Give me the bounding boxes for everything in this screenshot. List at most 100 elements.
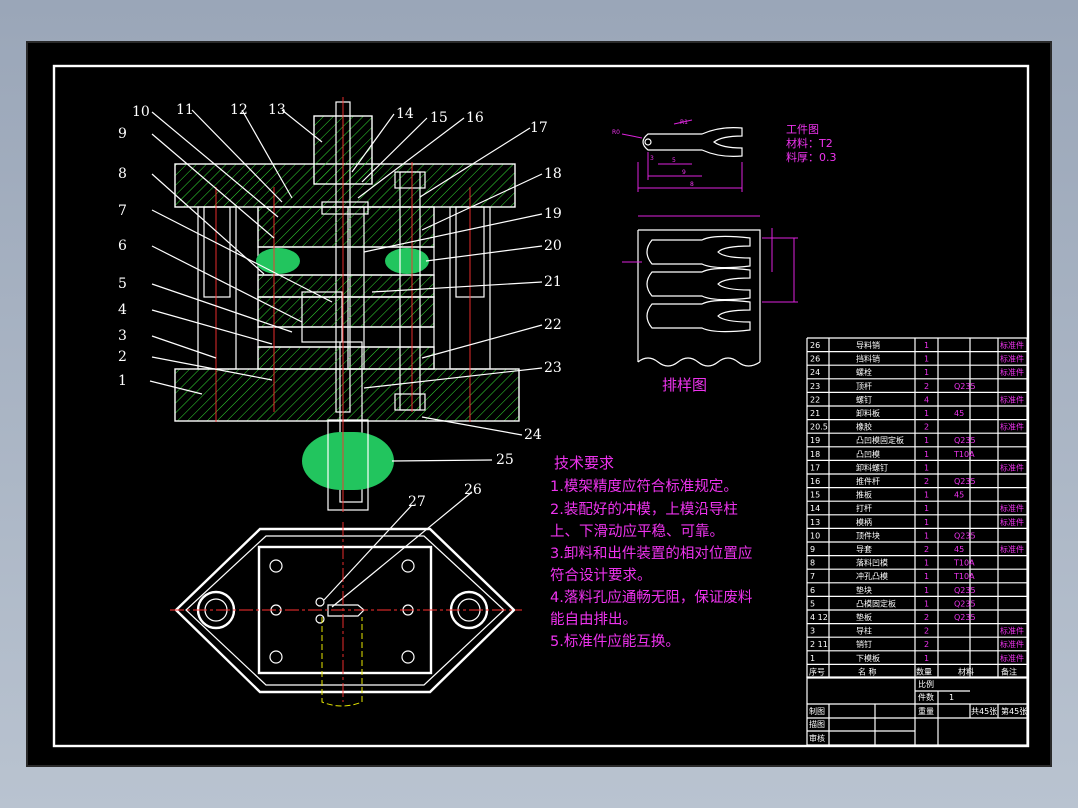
- bom-row-number: 5: [810, 599, 815, 608]
- bom-row-name: 打杆: [856, 503, 872, 513]
- bom-row-number: 26: [810, 341, 820, 350]
- cad-viewport[interactable]: 1 2 3 4 5 6 7 8 9 10 11 12 13 14 15 16 1…: [26, 41, 1052, 767]
- part-label-9: 9: [118, 126, 127, 142]
- bom-row-number: 13: [810, 518, 820, 527]
- bom-row-material: Q235: [954, 531, 976, 540]
- part-label-15: 15: [430, 110, 448, 126]
- bom-row-number: 24: [810, 368, 820, 377]
- bom-row-qty: 1: [924, 504, 929, 513]
- bom-row-material: 45: [954, 491, 964, 500]
- bom-row-name: 挡料销: [856, 354, 880, 364]
- bom-row-note: 标准件: [1000, 639, 1024, 649]
- part-label-19: 19: [544, 206, 562, 222]
- tech-req-line-1: 1.模架精度应符合标准规定。: [550, 477, 738, 495]
- bom-row-qty: 2: [924, 545, 929, 554]
- bom-row-qty: 1: [924, 572, 929, 581]
- tech-req-line-5: 符合设计要求。: [550, 567, 652, 584]
- bom-row-qty: 1: [924, 531, 929, 540]
- bom-row-qty: 1: [924, 518, 929, 527]
- bom-row-note: 标准件: [1000, 626, 1024, 636]
- sheets-total: 共45张: [971, 707, 997, 716]
- tech-req-line-2: 2.装配好的冲模，上模沿导柱: [550, 501, 738, 518]
- workpiece-material: 材料：T2: [786, 136, 833, 150]
- part-label-5: 5: [118, 276, 127, 292]
- title-block: 比例 件数 1 重量 共45张 第45张 制图 描图 审核: [806, 676, 1028, 746]
- bom-row-note: 标准件: [1000, 422, 1024, 432]
- strip-layout: 排样图: [622, 215, 798, 394]
- part-label-11: 11: [176, 102, 194, 118]
- bom-row-number: 20.5: [810, 423, 828, 432]
- mold-assembly-drawing: 1 2 3 4 5 6 7 8 9 10 11 12 13 14 15 16 1…: [52, 64, 1030, 748]
- bom-row-number: 23: [810, 382, 820, 391]
- bom-row-note: 标准件: [1000, 394, 1024, 404]
- bom-row-qty: 1: [924, 654, 929, 663]
- bom-row-number: 15: [810, 491, 820, 500]
- bom-row-number: 1: [810, 654, 815, 663]
- bom-row-name: 垫块: [856, 585, 872, 595]
- bom-row-qty: 1: [924, 559, 929, 568]
- bom-row-number: 22: [810, 395, 820, 404]
- bom-row-number: 18: [810, 450, 820, 459]
- svg-text:R0: R0: [612, 129, 620, 136]
- part-label-22: 22: [544, 317, 562, 333]
- bom-row-number: 8: [810, 559, 815, 568]
- workpiece-title: 工件图: [786, 123, 819, 136]
- bom-row-name: 垫板: [856, 612, 872, 622]
- bom-row-note: 标准件: [1000, 517, 1024, 527]
- bom-row-number: 19: [810, 436, 820, 445]
- bom-row-material: Q235: [954, 382, 976, 391]
- part-label-18: 18: [544, 166, 562, 182]
- tech-req-line-8: 5.标准件应能互换。: [550, 632, 680, 650]
- bom-row-qty: 1: [924, 599, 929, 608]
- bom-row-qty: 2: [924, 423, 929, 432]
- assembly-section-view: 1 2 3 4 5 6 7 8 9 10 11 12 13 14 15 16 1…: [118, 97, 562, 608]
- bom-row-note: 标准件: [1000, 340, 1024, 350]
- bom-row-note: 标准件: [1000, 462, 1024, 472]
- bom-row-qty: 2: [924, 613, 929, 622]
- bom-row-material: T10A: [953, 450, 975, 459]
- bom-row-number: 2 11: [810, 640, 828, 649]
- part-label-8: 8: [118, 166, 127, 182]
- plan-view: [170, 522, 522, 707]
- bom-row-material: T10A: [953, 559, 975, 568]
- bom-row-name: 冲孔凸模: [856, 571, 888, 581]
- sheet-number: 第45张: [1001, 706, 1027, 716]
- bom-row-material: Q235: [954, 586, 976, 595]
- bom-row-qty: 1: [924, 463, 929, 472]
- bom-row-name: 卸料螺钉: [856, 462, 888, 472]
- bom-row-name: 凸凹模: [856, 449, 880, 459]
- bom-row-number: 21: [810, 409, 820, 418]
- svg-text:5: 5: [672, 157, 676, 164]
- bom-row-qty: 1: [924, 586, 929, 595]
- bom-row-name: 顶杆: [856, 381, 872, 391]
- bom-row-qty: 1: [924, 368, 929, 377]
- bom-header-qty: 数量: [916, 666, 932, 676]
- part-label-21: 21: [544, 274, 562, 290]
- bom-row-note: 标准件: [1000, 354, 1024, 364]
- bom-row-qty: 1: [924, 341, 929, 350]
- draw-label: 制图: [809, 706, 825, 716]
- bom-row-name: 橡胶: [856, 422, 872, 432]
- bom-row-number: 26: [810, 355, 820, 364]
- bom-row-qty: 2: [924, 477, 929, 486]
- bom-row-material: 45: [954, 545, 964, 554]
- part-label-4: 4: [118, 302, 127, 318]
- bom-row-number: 3: [810, 627, 815, 636]
- drawing-frame: [52, 64, 1030, 748]
- bom-row-number: 17: [810, 463, 820, 472]
- bom-row-name: 顶件块: [856, 530, 880, 540]
- part-label-3: 3: [118, 328, 127, 344]
- part-label-10: 10: [132, 104, 150, 120]
- bom-row-number: 7: [810, 572, 815, 581]
- count-label: 件数: [918, 692, 934, 702]
- bom-row-name: 销钉: [856, 639, 872, 649]
- svg-text:8: 8: [690, 181, 694, 188]
- part-label-2: 2: [118, 349, 127, 365]
- svg-text:R1: R1: [680, 119, 688, 126]
- part-label-16: 16: [466, 110, 484, 126]
- count-value: 1: [949, 693, 954, 702]
- part-label-24: 24: [524, 427, 542, 443]
- rubber-right: [385, 248, 429, 274]
- bom-row-note: 标准件: [1000, 544, 1024, 554]
